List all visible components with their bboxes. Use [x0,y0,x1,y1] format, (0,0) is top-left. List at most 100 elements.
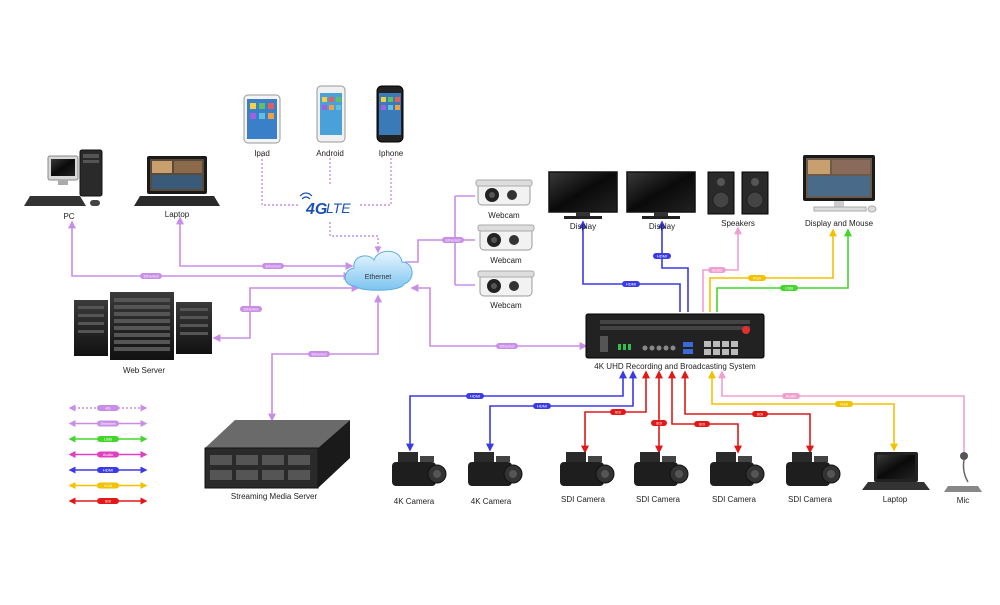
android-phone-icon [316,85,346,143]
label-streaming-server: Streaming Media Server [230,492,318,501]
label-display-and-mouse: Display and Mouse [804,219,874,228]
label-speakers: Speakers [721,219,755,228]
legend-item-hdmi: HDMI [68,466,148,474]
label-android: Android [316,149,344,158]
label-laptop-top: Laptop [164,210,190,219]
svg-text:HDMI: HDMI [626,281,636,286]
legend-label: SDI [105,498,112,503]
display-and-mouse-icon [803,155,877,213]
svg-text:4G: 4G [305,201,327,218]
svg-text:SDI: SDI [656,420,663,425]
webcam-icon [477,270,535,297]
label-camera-6: SDI Camera [787,495,833,504]
legend-label: HDMI [103,467,113,472]
label-camera-4: SDI Camera [635,495,681,504]
link-4g-ethernet [329,222,382,254]
camcorder-icon [392,452,447,486]
legend-item-audio: Audio [68,451,148,458]
laptop-top-icon [134,156,220,206]
svg-text:Audio: Audio [712,267,723,272]
label-webcam-2: Webcam [490,256,522,265]
svg-text:Ethernet: Ethernet [445,237,461,242]
label-ipad: Ipad [254,149,270,158]
legend-label: Audio [103,452,114,457]
main-system-icon [585,313,765,359]
iphone-icon [376,85,404,143]
pill-sdi-cam4: SDI [651,420,667,426]
pill-ethernet-mainsystem: Ethernet [496,343,518,349]
link-pc-ethernet [68,220,352,280]
svg-text:Ethernet: Ethernet [265,263,281,268]
svg-text:HDMI: HDMI [657,253,667,258]
pill-hdmi-display1: HDMI [622,281,640,287]
pill-sdi-cam6: SDI [752,411,768,417]
svg-text:VGA: VGA [753,275,762,280]
ethernet-cloud-icon: Ethernet [344,250,413,291]
legend-pill [97,420,119,427]
link-audio-mic [718,370,965,452]
webcam-icon [477,224,535,251]
svg-text:HDMI: HDMI [470,393,480,398]
ipad-icon [243,94,281,144]
link-vga-display [709,228,837,312]
pill-ethernet-laptop: Ethernet [262,263,284,269]
legend-label: VGA [104,483,113,488]
camcorder-icon [560,452,615,486]
label-mic: Mic [956,496,970,505]
camcorder-icon [710,452,765,486]
label-display-1: Display [569,222,597,231]
pill-audio-mic: Audio [782,393,800,399]
streaming-server-icon [204,420,350,489]
camcorder-icon [468,452,523,486]
link-pills: Ethernet Ethernet Ethernet Ethernet Ethe… [140,237,853,427]
label-webcam-3: Webcam [490,301,522,310]
link-ethernet-mainsystem [410,284,588,350]
pill-vga-laptop: VGA [835,401,853,407]
label-iphone: Iphone [378,149,404,158]
label-camera-3: SDI Camera [560,495,606,504]
laptop-bottom-icon [862,452,930,490]
legend-pill [97,482,119,489]
label-web-server: Web Server [122,366,166,375]
legend-item-4g: 4G [68,404,148,412]
legend-label: Ethernet [100,421,116,426]
link-usb-display [716,228,852,312]
label-main-system: 4K UHD Recording and Broadcasting System [594,362,756,371]
label-camera-5: SDI Camera [711,495,757,504]
svg-text:SDI: SDI [615,409,622,414]
link-iphone-4g [358,158,392,206]
pill-ethernet-webcams: Ethernet [442,237,464,243]
link-webserver-ethernet [212,284,360,342]
label-laptop-bottom: Laptop [882,495,908,504]
pill-ethernet-webserver: Ethernet [240,306,262,312]
svg-text:HDMI: HDMI [537,403,547,408]
mic-icon [944,452,982,492]
web-server-icon [74,292,212,360]
label-display-2: Display [648,222,676,231]
pill-ethernet-streaming: Ethernet [308,351,330,357]
pill-hdmi-display2: HDMI [653,253,671,259]
link-laptop-ethernet [176,216,354,270]
display-icon [626,171,696,219]
pill-sdi-cam3: SDI [610,409,626,415]
pill-hdmi-cam1: HDMI [466,393,484,399]
svg-text:Audio: Audio [786,393,797,398]
legend-label: 4G [105,405,110,410]
link-hdmi-display1 [579,220,681,312]
pc-icon [24,149,103,206]
legend-pill [97,436,119,442]
pill-vga-display: VGA [748,275,766,281]
camcorder-icon [634,452,689,486]
speakers-icon [707,171,769,215]
svg-text:VGA: VGA [840,401,849,406]
pill-ethernet-pc: Ethernet [140,273,162,279]
webcam-icon [475,179,533,206]
label-camera-1: 4K Camera [393,497,435,506]
legend-item-ethernet: Ethernet [68,420,148,427]
legend-item-sdi: SDI [68,497,148,505]
link-sdi-cam6 [681,370,814,454]
legend-pill [97,467,119,473]
